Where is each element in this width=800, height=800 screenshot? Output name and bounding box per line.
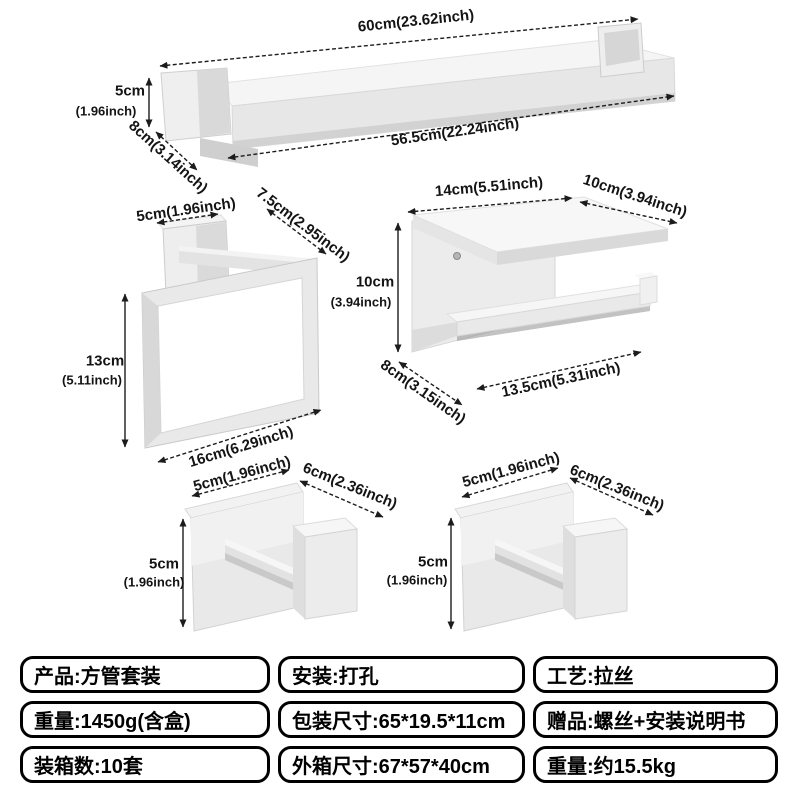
spec-table: 产品:方管套装 安装:打孔 工艺:拉丝 重量:1450g(含盒) 包装尺寸:65…	[20, 656, 778, 783]
paper-holder-image	[411, 196, 669, 353]
hook-right-height-cm: 5cm	[417, 553, 449, 571]
towel-ring-image	[141, 214, 320, 449]
spec-cell-weight: 重量:1450g(含盒)	[20, 701, 270, 738]
hook-left-image	[184, 482, 358, 632]
towel-ring-height-cm: 13cm	[85, 352, 125, 370]
spec-cell-carton-size: 外箱尺寸:67*57*40cm	[278, 746, 525, 783]
paper-holder-height-cm: 10cm	[355, 273, 395, 291]
spec-cell-package-size: 包装尺寸:65*19.5*11cm	[278, 701, 525, 738]
paper-holder-height-inch: (3.94inch)	[330, 294, 392, 310]
towel-bar-height-inch: (1.96inch)	[75, 103, 137, 119]
spec-cell-craft: 工艺:拉丝	[533, 656, 778, 693]
towel-bar-height-cm: 5cm	[114, 82, 146, 100]
spec-cell-carton-qty: 装箱数:10套	[20, 746, 270, 783]
hook-right-image	[454, 482, 628, 632]
hook-right-height-inch: (1.96inch)	[386, 572, 448, 588]
spec-cell-gift: 赠品:螺丝+安装说明书	[533, 701, 778, 738]
towel-ring-height-inch: (5.11inch)	[62, 372, 122, 388]
spec-cell-install: 安装:打孔	[278, 656, 525, 693]
spec-cell-product: 产品:方管套装	[20, 656, 270, 693]
hook-left-height-cm: 5cm	[148, 555, 180, 573]
hook-left-height-inch: (1.96inch)	[123, 574, 185, 590]
dimension-arrows	[121, 16, 678, 630]
spec-cell-gross-weight: 重量:约15.5kg	[533, 746, 778, 783]
